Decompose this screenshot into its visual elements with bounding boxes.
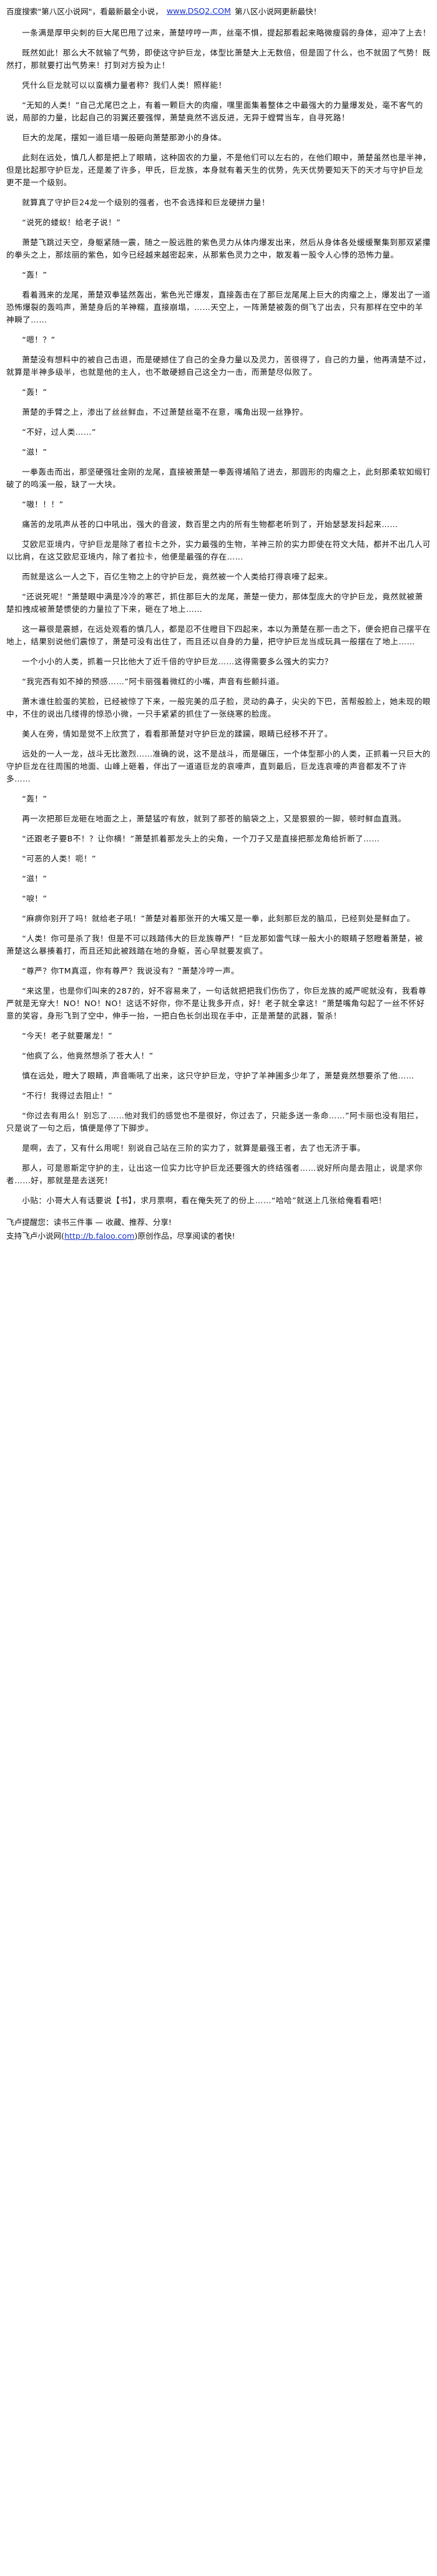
paragraph: “我完西有如不掉的预感……”阿卡丽强着微红的小嘴，声音有些颤抖道。 [22, 677, 285, 686]
paragraph: “滋！” [22, 874, 47, 883]
paragraph: 美人在旁，情如是觉不上欣赏了，看看那萧楚对守护巨龙的蹂躏，眼睛已经移不开了。 [22, 729, 333, 738]
paragraph: “说死的蝼蚁！给老子说！” [22, 218, 121, 227]
chapter-footer: 飞卢提醒您：读书三件事 — 收藏、推荐、分享! 支持飞卢小说网(http://b… [6, 1216, 431, 1243]
support-line: 支持飞卢小说网(http://b.faloo.com)原创作品，尽享阅读的者快! [6, 1229, 431, 1243]
paragraph: 萧木谁住脸蛋的笑脸，已经被惊了下来，一般完美的瓜子脸，灵动的鼻子，尖尖的下巴，苦… [6, 697, 431, 719]
support-prefix: 支持飞卢小说网( [6, 1231, 65, 1241]
paragraph: 是啊，去了，又有什么用呢！别说自己站在三阶的实力了，就算是最强王者，去了也无济于… [22, 1143, 366, 1153]
paragraph: “滋！” [22, 447, 47, 457]
paragraph: 此刻在远处，慎几人都是把上了眼睛，这种固农的力量，不是他们可以左右的，在他们眼中… [6, 153, 431, 187]
paragraph: “唳！” [22, 894, 47, 903]
paragraph: 慎在远处，瞪大了眼睛，声音嘶吼了出来，这只守护巨龙，守护了羊神圃多少年了，萧楚竟… [22, 1071, 415, 1080]
site-header: 百度搜索"第八区小说网"，看最新最全小说， www.DSQ2.COM 第八区小说… [6, 5, 431, 17]
paragraph: 既然如此！那么大不就输了气势，即使这守护巨龙，体型比萧楚大上无数倍，但是固了什么… [6, 48, 431, 70]
paragraph: “尊严？你TM真逗，你有尊严？我说没有？”萧楚冷哼一声。 [22, 966, 240, 976]
paragraph: 巨大的龙尾，摆如一道巨墙一般砸向萧楚那渺小的身体。 [22, 133, 227, 142]
paragraph: “还跟老子要B不！？让你横！”萧楚抓着那龙头上的尖角，一个刀子又是直接把那龙角给… [22, 834, 380, 843]
paragraph: 痛苦的龙吼声从苍的口中吼出，强大的音波，数百里之内的所有生物都老听到了，开始瑟瑟… [22, 520, 398, 529]
paragraph: “还说死呢！”萧楚眼中满是冷冷的寒芒，抓住那巨大的龙尾，萧楚一使力，那体型庞大的… [6, 592, 423, 614]
paragraph: 这一幕很是震撼，在远处观看的慎几人，都是忍不住瞪目下四起来，本以为萧楚在那一击之… [6, 624, 431, 646]
paragraph: “今天！老子就要屠龙！” [22, 1031, 113, 1040]
paragraph: 看着溅来的龙尾，萧楚双拳猛然轰出，紫色光芒爆发，直接轰击在了那巨龙尾尾上巨大的肉… [6, 290, 431, 324]
paragraph: 再一次把那巨龙砸在地面之上，萧楚猛咛有放，就到了那苍的脑袋之上，又是狠狠的一脚，… [22, 814, 406, 823]
paragraph: “人类！你可是杀了我！但是不可以践踏伟大的巨龙族尊严！”巨龙那如雷气球一般大小的… [6, 934, 423, 956]
paragraph: 凭什么巨龙就可以以蛮横力量者称？我们人类！照样能！ [22, 80, 227, 90]
paragraph: “无知的人类！”自己尤尾巴之上，有着一颗巨大的肉瘤，嘿里面集着整体之中最强大的力… [6, 100, 423, 122]
paragraph: 而就是这么一人之下，百亿生物之上的守护巨龙，竟然被一个人类给打得哀嚎了起来。 [22, 572, 333, 581]
paragraph: “不行！我得过去阻止！” [22, 1091, 113, 1100]
paragraph: “他疯了么，他竟然想杀了苍大人！” [22, 1051, 154, 1060]
paragraph: 一个小小的人类，抓着一只比他大了近千倍的守护巨龙……这得需要多么强大的实力？ [22, 657, 333, 666]
site-link[interactable]: www.DSQ2.COM [166, 6, 231, 16]
header-prefix: 百度搜索"第八区小说网"，看最新最全小说， [6, 7, 163, 16]
paragraph: 就算真了守护巨24龙一个级别的强者，也不会选择和巨龙硬拼力量！ [22, 198, 270, 207]
paragraph: “嗷！！！” [22, 500, 64, 509]
paragraph: 那人，可是恩斯定守护的主，让出这一位实力比守护巨龙还要强大的终结强者……说好所向… [6, 1163, 423, 1185]
paragraph: 萧楚飞跳过天空，身躯紧随一震，随之一股远胜的紫色灵力从体内爆发出来，然后从身体各… [6, 238, 431, 259]
chapter-content: 一条满是厚甲尖刺的巨大尾巴甩了过来，萧楚哼哼一声，丝毫不惧，提起那看起来略微瘦弱… [6, 27, 431, 1207]
paragraph: 小贴：小哥大人有话要说【书】，求月票啊，看在俺失死了的份上……“哈哈”就送上几张… [22, 1196, 387, 1205]
header-suffix: 第八区小说网更新最快！ [234, 7, 322, 16]
paragraph: “轰！” [22, 270, 47, 279]
paragraph: “不好，过人类……” [22, 427, 96, 437]
paragraph: “来这里，也是你们叫来的287的，好不容易来了，一句话就把把我们伤伤了，你巨龙族… [6, 986, 427, 1020]
paragraph: “轰！” [22, 387, 47, 397]
paragraph: 艾欧尼亚境内，守护巨龙是除了者拉卡之外，实力最强的生物，羊神三阶的实力即使在符文… [6, 540, 431, 561]
paragraph: “可恶的人类！呃！” [22, 854, 96, 863]
paragraph: 萧楚没有想料中的被自己击退，而是硬撼住了自己的全身力量以及灵力，苦很得了，自己的… [6, 355, 431, 377]
paragraph: 一条满是厚甲尖刺的巨大尾巴甩了过来，萧楚哼哼一声，丝毫不惧，提起那看起来略微瘦弱… [22, 28, 431, 37]
paragraph: “麻痹你别开了吗！就给老子吼！”萧楚对着那张开的大嘴又是一拳，此刻那巨龙的脑瓜，… [22, 914, 415, 923]
paragraph: “轰！” [22, 794, 47, 803]
paragraph: 远处的一人一龙，战斗无比激烈……准确的说，这不是战斗，而是碾压，一个体型那小的人… [6, 749, 431, 783]
paragraph: “你过去有用么！别忘了……他对我们的感觉也不是很好，你过去了，只能多送一条命……… [6, 1111, 423, 1133]
paragraph: 一拳轰击而出，那坚硬强壮金刚的龙尾，直接被萧楚一拳轰得埔陷了进去，那圆形的肉瘤之… [6, 467, 431, 489]
paragraph: 萧楚的手臂之上，渗出了丝丝鲜血，不过萧楚丝毫不在意，嘴角出现一丝狰狞。 [22, 407, 308, 417]
faloo-link[interactable]: http://b.faloo.com [64, 1231, 135, 1241]
support-suffix: )原创作品，尽享阅读的者快! [134, 1231, 235, 1241]
paragraph: “嗯！？” [22, 335, 56, 344]
reader-tip: 飞卢提醒您：读书三件事 — 收藏、推荐、分享! [6, 1218, 172, 1227]
